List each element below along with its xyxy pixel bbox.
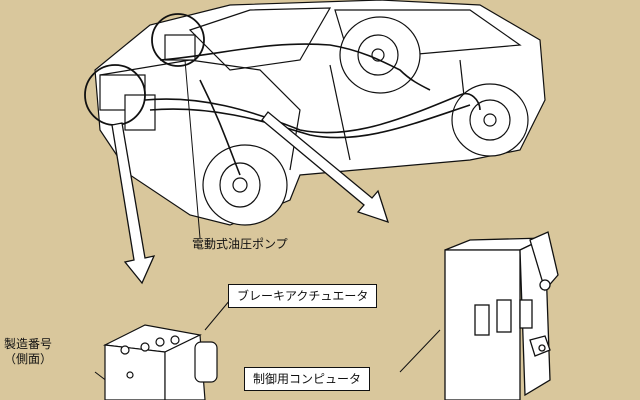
- computer-window-1: [474, 304, 490, 336]
- computer-window-3: [519, 299, 533, 329]
- computer-connector-pin: [538, 344, 546, 352]
- car-windshield: [188, 7, 332, 71]
- actuator-in-car: [99, 74, 146, 111]
- pointer-arrows: [111, 111, 390, 285]
- arrow-to-actuator: [111, 122, 156, 285]
- computer-bracket: [529, 231, 559, 292]
- wheels: [202, 16, 529, 226]
- brake-line-top: [159, 43, 431, 91]
- arrow-to-computer: [261, 111, 390, 224]
- car-hood: [99, 59, 301, 171]
- actuator-port-1: [120, 345, 130, 355]
- label-serial-number-line2: （側面）: [4, 352, 53, 366]
- leader-computer: [399, 329, 441, 373]
- actuator-port-2: [140, 342, 150, 352]
- label-serial-number-line1: 製造番号: [4, 337, 53, 351]
- brake-line-rear-2: [149, 104, 471, 139]
- actuator-port-5: [126, 371, 134, 379]
- brake-lines: [144, 43, 481, 176]
- car-door-line: [329, 64, 351, 161]
- computer-window-2: [496, 299, 512, 333]
- hub-rear: [483, 113, 497, 127]
- actuator-unit: [102, 324, 218, 400]
- label-electric-hydraulic-pump: 電動式油圧ポンプ: [192, 237, 288, 251]
- label-control-computer: 制御用コンピュータ: [244, 367, 371, 391]
- actuator-front: [104, 344, 166, 400]
- label-brake-actuator: ブレーキアクチュエータ: [228, 284, 378, 308]
- actuator-port-3: [155, 337, 165, 347]
- callout-circle-pump: [151, 13, 205, 67]
- leader-actuator: [204, 299, 231, 331]
- label-serial-number: 製造番号 （側面）: [2, 337, 54, 367]
- hub-front: [232, 177, 248, 193]
- computer-bracket-hole: [539, 279, 551, 291]
- leader-pump: [184, 59, 201, 239]
- actuator-port-4: [170, 335, 180, 345]
- computer-unit: [444, 231, 559, 400]
- actuator-motor: [194, 341, 218, 383]
- brake-line-rear: [144, 92, 481, 134]
- brake-line-front: [199, 79, 241, 176]
